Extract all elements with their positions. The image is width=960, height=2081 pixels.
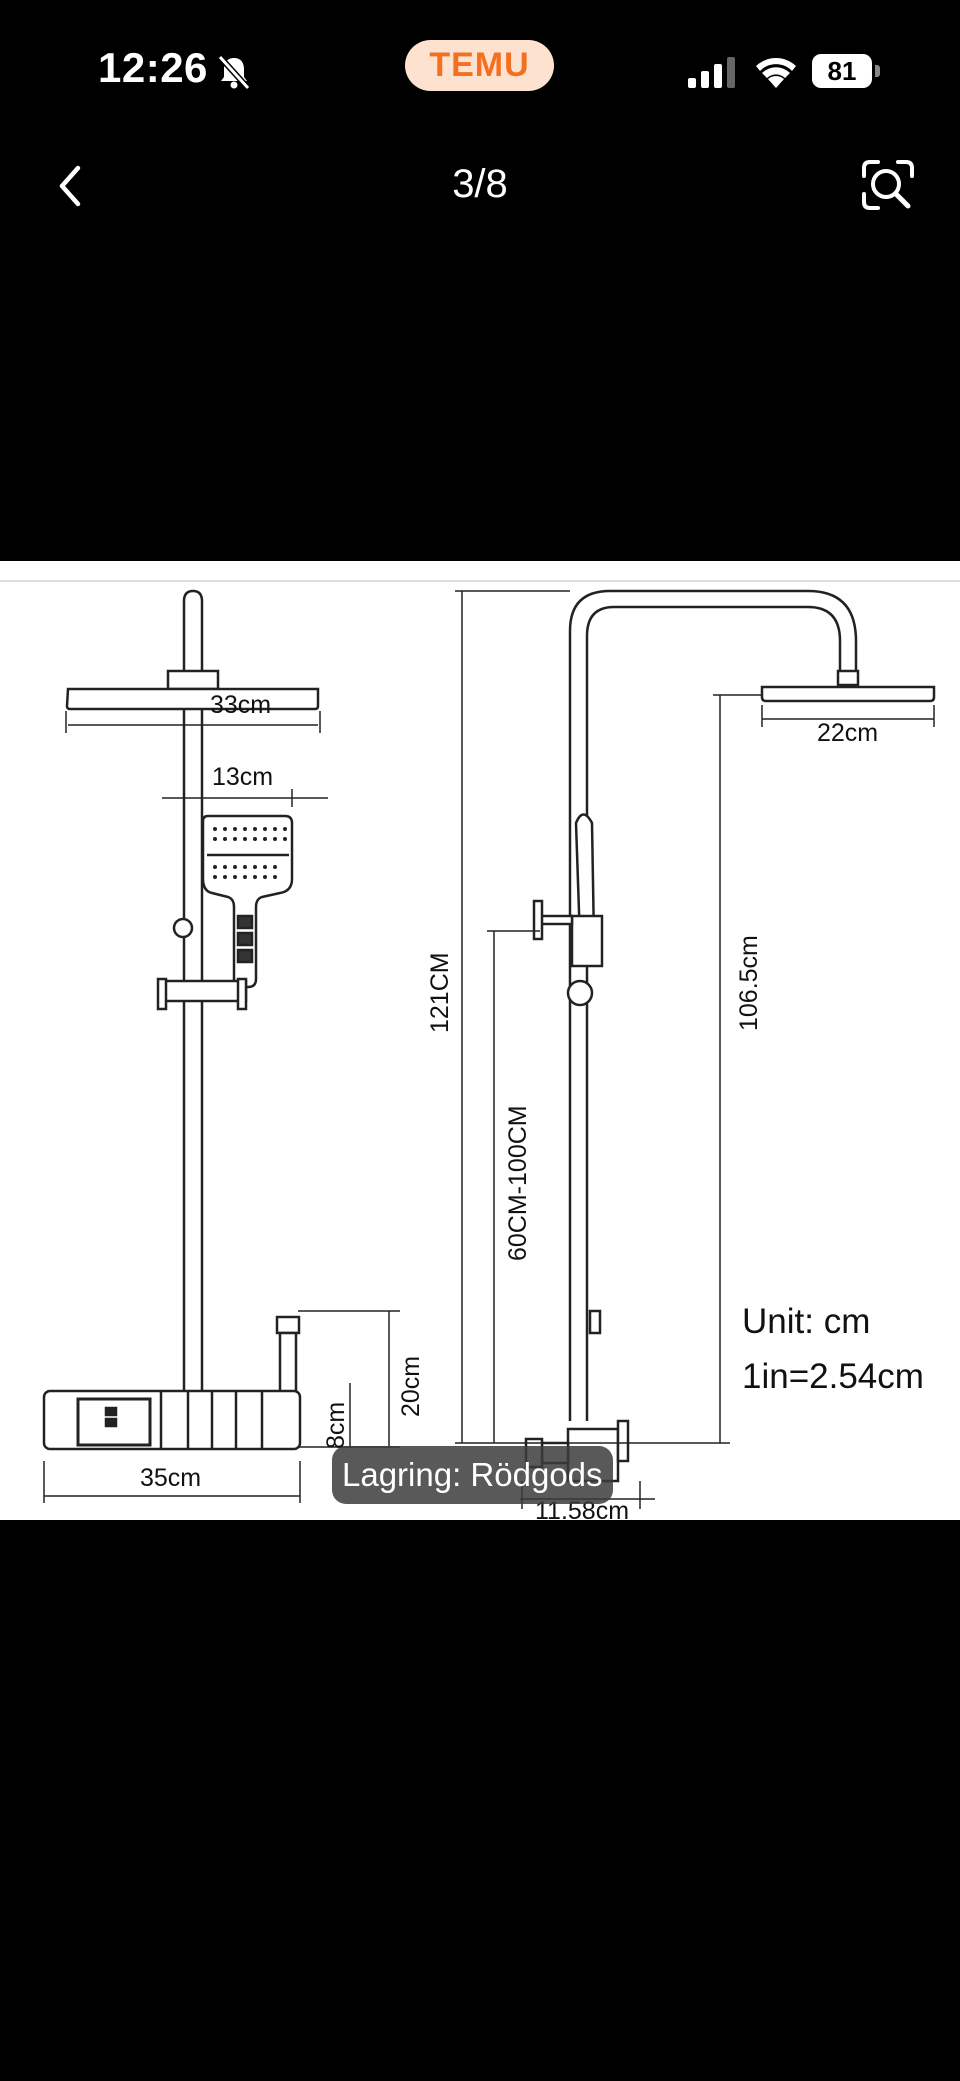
wifi-icon [756,58,796,88]
product-image[interactable]: 33cm 13cm 35cm 20cm 8cm [0,561,960,1520]
battery-cap [875,65,880,77]
dim-shelf-depth: 8cm [322,1402,350,1449]
dim-mixer-height: 20cm [397,1356,425,1417]
temu-logo: TEMU [405,40,554,91]
clock: 12:26 [98,44,208,91]
dim-slide-range: 60CM-100CM [504,1105,532,1261]
visual-search-icon[interactable] [858,158,918,214]
unit-label: Unit: cm [742,1302,870,1341]
front-pattern [213,827,287,879]
status-bar: 12:26 TEMU 81 [0,0,960,140]
front-dimension-lines [43,711,400,1503]
battery-indicator: 81 [812,54,882,90]
shower-dimension-drawing: 33cm 13cm 35cm 20cm 8cm [0,580,960,1520]
front-view [42,589,320,1451]
dim-head-width-side: 22cm [817,719,878,747]
battery-level: 81 [812,54,872,88]
dim-head-width-front: 33cm [210,691,271,719]
image-counter: 3/8 [452,162,508,206]
conversion-label: 1in=2.54cm [742,1357,924,1396]
cellular-signal-icon [688,57,735,88]
image-caption-badge: Lagring: Rödgods [332,1446,613,1504]
viewer-nav-bar: 3/8 [0,150,960,222]
dim-shelf-width: 35cm [140,1464,201,1492]
dim-total-height: 121CM [426,952,454,1033]
dim-head-height: 106.5cm [735,935,763,1031]
back-chevron-icon[interactable] [46,160,98,212]
bell-muted-icon [217,54,251,91]
dim-handheld-width: 13cm [212,763,273,791]
